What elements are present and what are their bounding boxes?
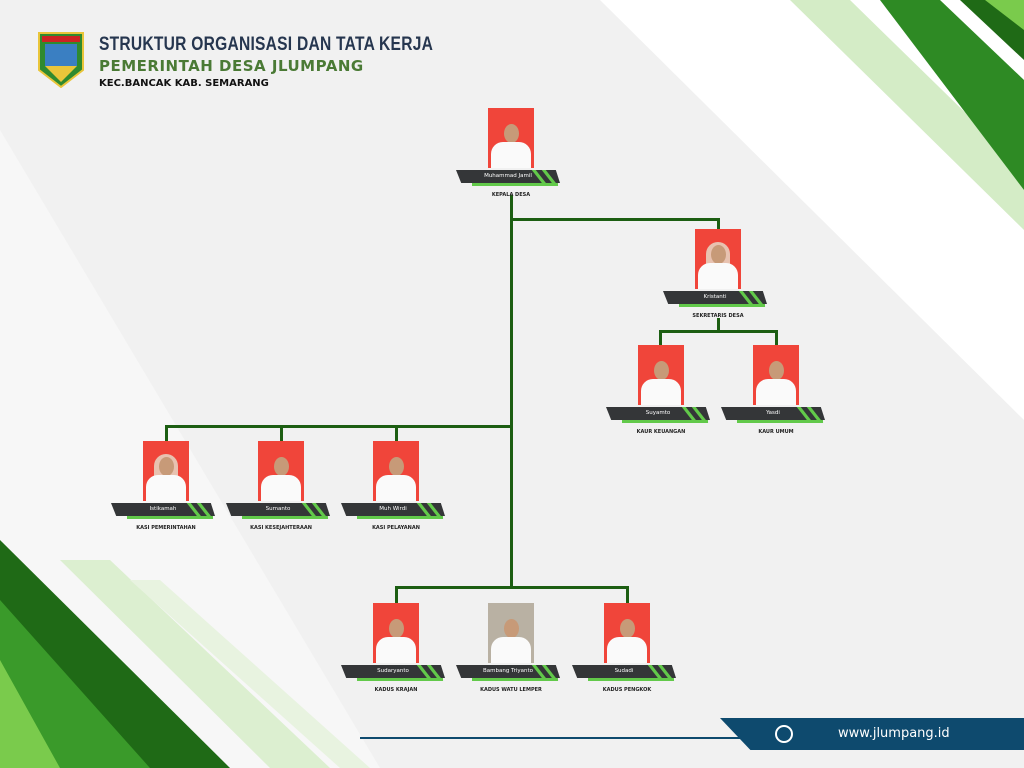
member-title: KASI KESEJAHTERAAN bbox=[250, 525, 312, 531]
connector bbox=[659, 330, 662, 345]
org-member-card: Muh Wirdi KASI PELAYANAN bbox=[341, 441, 451, 536]
member-photo bbox=[488, 603, 534, 663]
member-title: KEPALA DESA bbox=[491, 192, 531, 198]
accent-line bbox=[622, 420, 708, 423]
accent-line bbox=[472, 183, 558, 186]
accent-line bbox=[588, 678, 674, 681]
org-member-card: Sudaryanto KADUS KRAJAN bbox=[341, 603, 451, 698]
connector bbox=[395, 586, 629, 589]
member-photo bbox=[638, 345, 684, 405]
connector bbox=[280, 425, 283, 441]
member-photo bbox=[373, 441, 419, 501]
connector bbox=[717, 218, 720, 230]
accent-line bbox=[357, 678, 443, 681]
member-title: KADUS PENGKOK bbox=[602, 687, 652, 693]
member-photo bbox=[373, 603, 419, 663]
member-title: SEKRETARIS DESA bbox=[692, 313, 744, 319]
connector bbox=[165, 425, 513, 428]
member-title: KAUR UMUM bbox=[758, 429, 794, 435]
globe-icon bbox=[775, 725, 793, 743]
member-photo bbox=[695, 229, 741, 289]
member-name: Bambang Triyanto bbox=[482, 668, 534, 674]
page-subtitle: PEMERINTAH DESA JLUMPANG bbox=[99, 57, 364, 75]
org-member-card: Yasdi KAUR UMUM bbox=[721, 345, 831, 440]
accent-line bbox=[737, 420, 823, 423]
connector bbox=[775, 330, 778, 345]
member-photo bbox=[488, 108, 534, 168]
connector-main bbox=[510, 195, 513, 589]
connector bbox=[626, 586, 629, 603]
member-name: Muhammad Jamil bbox=[484, 173, 532, 179]
accent-line bbox=[357, 516, 443, 519]
org-member-card: Suyamto KAUR KEUANGAN bbox=[606, 345, 716, 440]
member-title: KADUS KRAJAN bbox=[374, 687, 418, 693]
member-title: KAUR KEUANGAN bbox=[636, 429, 686, 435]
accent-line bbox=[127, 516, 213, 519]
org-member-card: Sumanto KASI KESEJAHTERAAN bbox=[226, 441, 336, 536]
org-member-card: Kristanti SEKRETARIS DESA bbox=[663, 229, 773, 324]
connector bbox=[659, 330, 778, 333]
member-name: Yasdi bbox=[766, 410, 780, 416]
org-member-card: Bambang Triyanto KADUS WATU LEMPER bbox=[456, 603, 566, 698]
page-title: STRUKTUR ORGANISASI DAN TATA KERJA bbox=[99, 34, 434, 55]
org-member-card: Sudadi KADUS PENGKOK bbox=[572, 603, 682, 698]
member-photo bbox=[753, 345, 799, 405]
accent-line bbox=[472, 678, 558, 681]
member-name: Sumanto bbox=[265, 506, 291, 512]
page-location: KEC.BANCAK KAB. SEMARANG bbox=[99, 78, 269, 89]
org-member-card: Istikamah KASI PEMERINTAHAN bbox=[111, 441, 221, 536]
footer-banner bbox=[720, 718, 1024, 750]
connector bbox=[395, 586, 398, 603]
website-link[interactable]: www.jlumpang.id bbox=[838, 726, 950, 741]
member-photo bbox=[258, 441, 304, 501]
member-title: KADUS WATU LEMPER bbox=[480, 687, 542, 693]
member-title: KASI PELAYANAN bbox=[372, 525, 420, 531]
member-name: Muh Wirdi bbox=[379, 506, 407, 512]
member-name: Suyamto bbox=[645, 410, 671, 416]
connector bbox=[395, 425, 398, 441]
accent-line bbox=[242, 516, 328, 519]
member-name: Istikamah bbox=[149, 506, 177, 512]
member-name: Sudaryanto bbox=[377, 668, 409, 674]
member-name: Sudadi bbox=[614, 668, 634, 674]
org-member-card: Muhammad Jamil KEPALA DESA bbox=[456, 108, 566, 203]
footer-line bbox=[360, 737, 740, 739]
accent-line bbox=[679, 304, 765, 307]
connector bbox=[510, 218, 720, 221]
member-name: Kristanti bbox=[703, 294, 727, 300]
member-title: KASI PEMERINTAHAN bbox=[136, 525, 196, 531]
connector bbox=[717, 318, 720, 333]
connector bbox=[165, 425, 168, 441]
member-photo bbox=[604, 603, 650, 663]
member-photo bbox=[143, 441, 189, 501]
kabupaten-semarang-logo bbox=[38, 32, 84, 88]
